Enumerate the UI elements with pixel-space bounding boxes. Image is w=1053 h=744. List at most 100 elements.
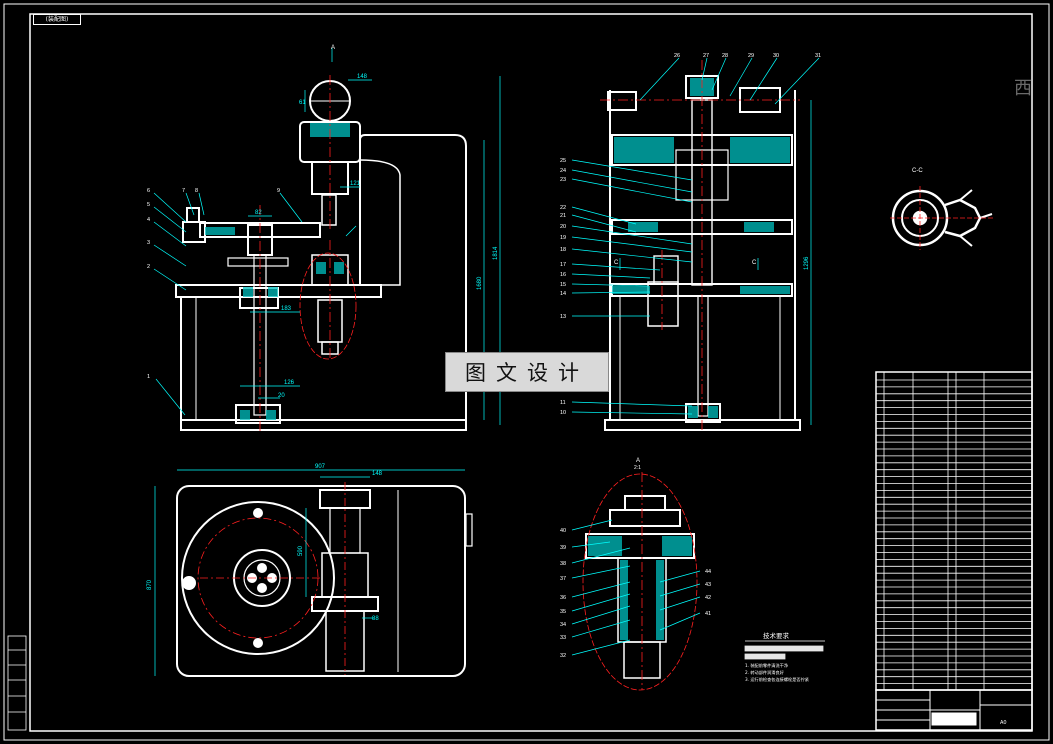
balloon-26: 26 [674, 53, 680, 59]
front-view-leaders [153, 192, 303, 416]
balloon-3: 3 [147, 240, 150, 246]
section-cc-centerlines [890, 186, 995, 250]
balloon-31: 31 [815, 53, 821, 59]
drawing-number: A0 [1000, 720, 1007, 726]
dim-88: 88 [372, 616, 379, 622]
front-view-centerlines [259, 75, 357, 432]
balloon-19: 19 [560, 235, 566, 241]
dim-20: 20 [278, 393, 285, 399]
balloon-13: 13 [560, 314, 566, 320]
balloon-5: 5 [147, 202, 150, 208]
dim-907: 907 [315, 464, 326, 470]
balloon-8: 8 [195, 188, 198, 194]
detail-a-centerlines [582, 472, 698, 691]
balloon-7: 7 [182, 188, 185, 194]
balloon-4: 4 [147, 217, 150, 223]
balloon-2: 2 [147, 264, 150, 270]
sheet-title-tab: (装配图) [33, 14, 81, 25]
dim-1296: 1296 [804, 256, 810, 270]
balloon-15: 15 [560, 282, 566, 288]
front-part-balloons: 1 2 3 4 5 6 7 8 9 [147, 188, 280, 380]
technical-notes-frame [744, 640, 825, 660]
dim-148-top: 148 [372, 471, 383, 477]
dim-126: 126 [284, 380, 295, 386]
edge-watermark-glyph: 西 [1014, 78, 1032, 99]
section-a-label: A [331, 45, 335, 51]
top-view [176, 485, 473, 677]
balloon-23: 23 [560, 177, 566, 183]
balloon-17: 17 [560, 262, 566, 268]
dim-148-front: 148 [357, 74, 368, 80]
dim-1680: 1680 [477, 276, 483, 290]
balloon-41: 41 [705, 611, 711, 617]
dim-121: 121 [350, 181, 361, 187]
detail-a-hatching [588, 536, 692, 640]
balloon-9: 9 [277, 188, 280, 194]
notes-line-1: 1. 装配前零件清洗干净 [745, 662, 788, 669]
front-view-hatching [205, 123, 350, 420]
side-part-balloons: 10 11 13 14 15 16 17 18 19 20 21 22 23 2… [560, 53, 821, 416]
balloon-25: 25 [560, 158, 566, 164]
left-binding-strip [7, 635, 27, 731]
top-view-centerlines [197, 482, 346, 675]
dim-82: 82 [255, 210, 262, 216]
parts-list-table [875, 371, 1033, 691]
balloon-14: 14 [560, 291, 566, 297]
technical-notes-text: 技术要求 1. 装配前零件清洗干净 2. 转动部件润滑良好 3. 运行前检查各连… [745, 631, 809, 683]
detail-a-scale: 2:1 [634, 465, 641, 471]
balloon-11: 11 [560, 400, 566, 406]
detail-a-view [585, 495, 695, 679]
detail-part-balloons: 32 33 34 35 36 37 38 39 40 41 42 43 44 [560, 528, 711, 659]
detail-a-label: A [636, 458, 640, 464]
front-view-dimension-text: 148 61 121 82 183 126 20 1814 1680 [255, 74, 499, 399]
side-view-hatching [612, 78, 790, 418]
balloon-44: 44 [705, 569, 711, 575]
side-view-dimension-text: 1296 [804, 256, 810, 270]
dim-590: 590 [298, 545, 304, 556]
balloon-36: 36 [560, 595, 566, 601]
balloon-32: 32 [560, 653, 566, 659]
balloon-40: 40 [560, 528, 566, 534]
side-view [604, 75, 801, 431]
balloon-27: 27 [703, 53, 709, 59]
balloon-16: 16 [560, 272, 566, 278]
notes-line-3: 3. 运行前检查各连接螺栓是否拧紧 [745, 676, 809, 683]
balloon-38: 38 [560, 561, 566, 567]
balloon-29: 29 [748, 53, 754, 59]
balloon-24: 24 [560, 168, 566, 174]
balloon-20: 20 [560, 224, 566, 230]
notes-line-2: 2. 转动部件润滑良好 [745, 669, 784, 676]
title-block: A0 [875, 689, 1033, 731]
notes-title: 技术要求 [763, 631, 790, 640]
balloon-39: 39 [560, 545, 566, 551]
side-view-leaders [571, 57, 820, 415]
dim-61: 61 [299, 100, 306, 106]
balloon-42: 42 [705, 595, 711, 601]
top-view-dimension-lines [154, 469, 465, 676]
balloon-28: 28 [722, 53, 728, 59]
balloon-35: 35 [560, 609, 566, 615]
view-labels: A C-C A 2:1 C C [331, 45, 923, 471]
top-view-dimension-text: 907 148 590 870 88 [147, 464, 383, 622]
dim-1814: 1814 [493, 246, 499, 260]
balloon-6: 6 [147, 188, 150, 194]
dim-870: 870 [147, 579, 153, 590]
side-view-centerlines [600, 60, 800, 432]
balloon-34: 34 [560, 622, 566, 628]
balloon-37: 37 [560, 576, 566, 582]
detail-a-leaders [571, 519, 701, 656]
balloon-18: 18 [560, 247, 566, 253]
watermark-badge: 图文设计 [445, 352, 609, 392]
balloon-1: 1 [147, 374, 150, 380]
balloon-22: 22 [560, 205, 566, 211]
balloon-30: 30 [773, 53, 779, 59]
balloon-10: 10 [560, 410, 566, 416]
c-marker-right: C [752, 260, 757, 266]
balloon-43: 43 [705, 582, 711, 588]
dim-183: 183 [281, 306, 292, 312]
section-cc-label: C-C [912, 168, 923, 174]
side-view-dimension-lines [619, 100, 812, 425]
c-marker-left: C [614, 260, 619, 266]
balloon-21: 21 [560, 213, 566, 219]
